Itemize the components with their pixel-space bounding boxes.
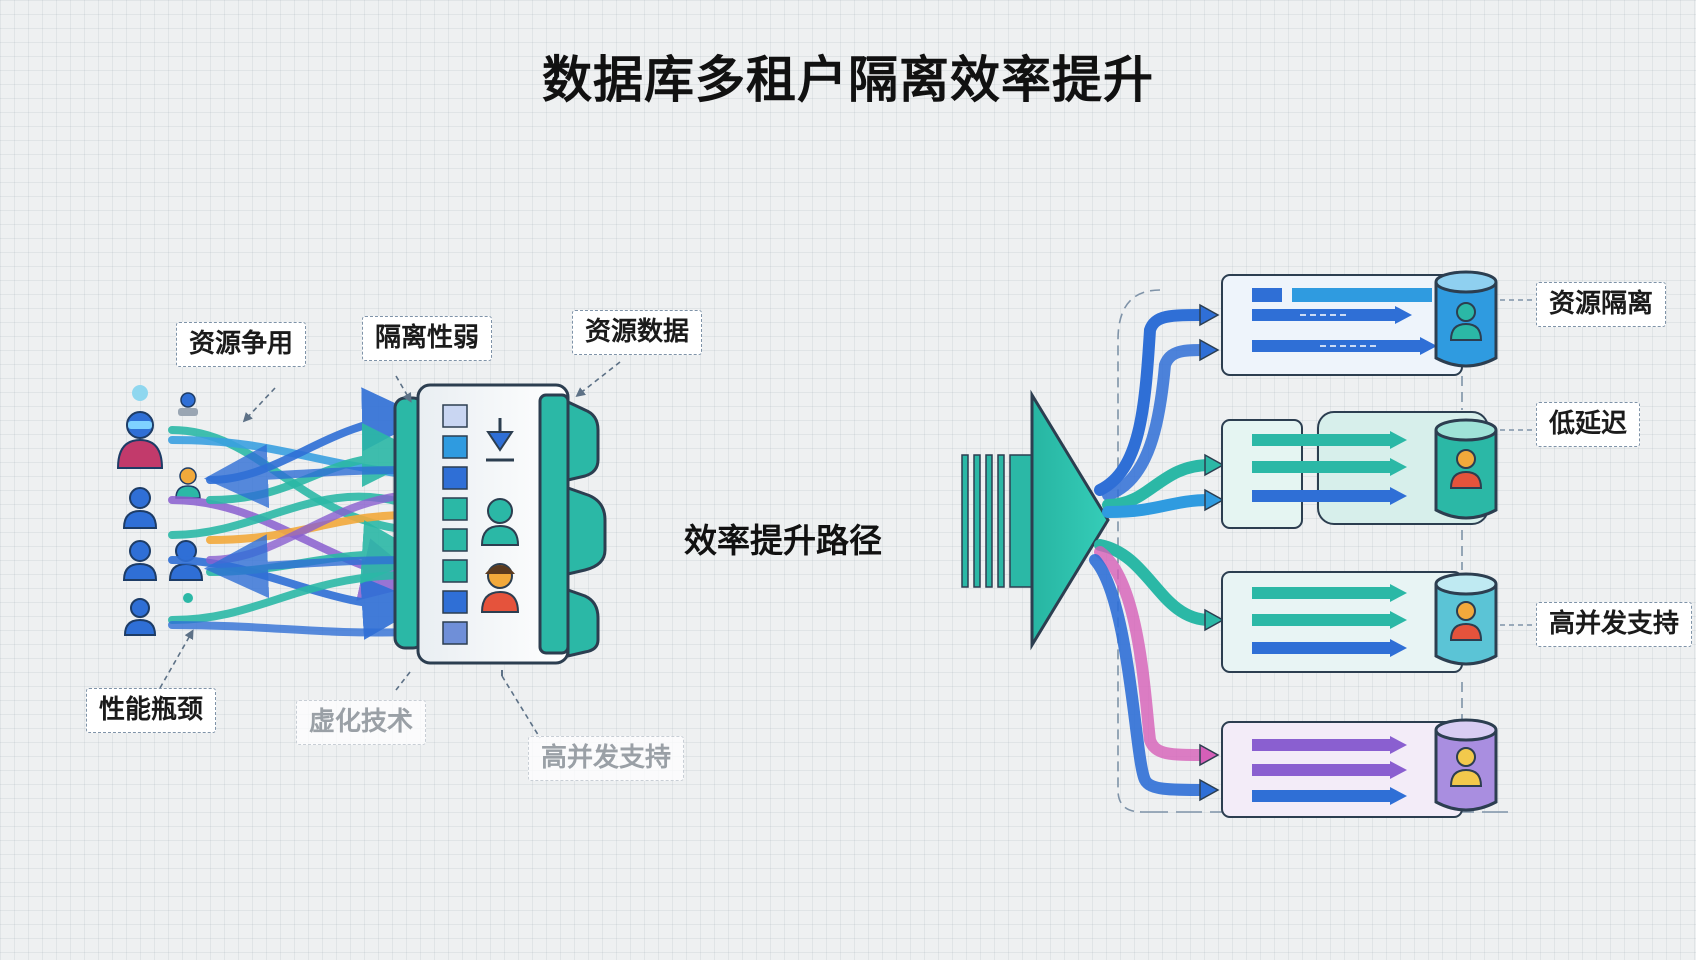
left-leader-lines [159,361,621,739]
server-rack [393,383,607,676]
bubble-icon [132,385,148,401]
tenant-database-4 [1434,718,1498,812]
tenant-database-3 [1434,572,1498,666]
tenant-database-1 [1434,270,1498,368]
download-icon [486,418,514,462]
distribution-arrowheads [1199,303,1225,802]
user-icon-4 [122,540,158,581]
efficiency-path-label: 效率提升路径 [684,521,882,560]
label-virtualization-tech: 虚化技术 [296,700,427,746]
label-concurrency-support: 高并发支持 [528,736,685,782]
users-group [116,385,204,636]
dot-icon [183,593,193,603]
user-icon-red [480,563,520,613]
user-icon-3 [122,487,158,529]
label-weak-isolation: 隔离性弱 [362,316,493,362]
label-high-concurrency: 高并发支持 [1536,602,1693,648]
funnel-arrow [961,389,1110,651]
label-resource-isolation: 资源隔离 [1536,282,1667,328]
label-resource-contention: 资源争用 [176,322,307,368]
distribution-flows [1089,309,1216,796]
right-leader-lines [1500,299,1538,626]
user-icon-large [116,411,164,469]
user-icon-small-2 [175,467,201,499]
tenant-database-2 [1434,418,1498,520]
tenant-lane-4 [1221,721,1463,818]
user-icon-small-1 [178,392,198,416]
diagram-title: 数据库多租户隔离效率提升 [542,51,1154,109]
user-icon-6 [123,598,157,636]
tenant-lane-3 [1221,571,1463,673]
tangled-flows [168,387,426,640]
label-resource-data: 资源数据 [572,310,703,356]
tenant-lane-1 [1221,274,1463,376]
label-performance-bottleneck: 性能瓶颈 [86,688,217,734]
user-icon-teal [480,498,520,546]
label-low-latency: 低延迟 [1536,402,1641,448]
